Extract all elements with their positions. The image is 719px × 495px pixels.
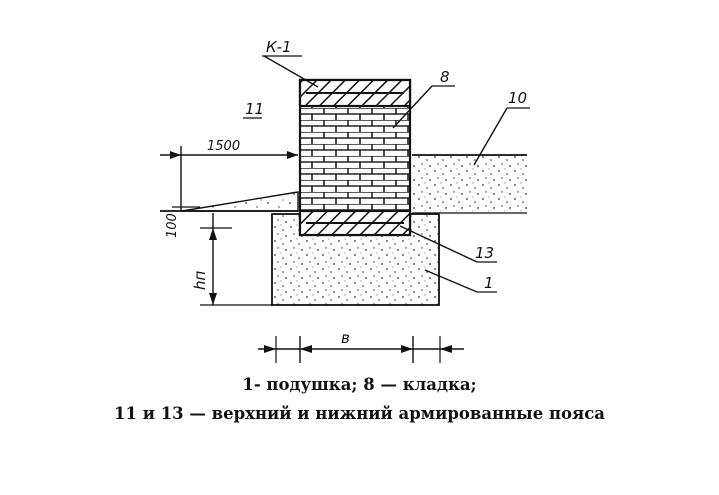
dim-h-label: hп xyxy=(191,270,209,290)
blind-area-wedge xyxy=(181,191,299,212)
section-mark-leader xyxy=(263,55,319,88)
dim-100-label: 100 xyxy=(165,213,180,238)
dim-b-arrow-right-inner xyxy=(401,345,413,353)
leader-masonry xyxy=(392,85,433,129)
label-cushion-number: 1 xyxy=(484,274,494,292)
dim-h-arrow-top xyxy=(209,228,217,240)
dim-1500-arrow-left xyxy=(170,151,181,159)
dim-b-arrow-left-inner xyxy=(300,345,312,353)
label-backfill-number: 10 xyxy=(508,89,527,107)
dim-h-arrow-bottom xyxy=(209,293,217,305)
caption-line-1: 1- подушка; 8 — кладка; xyxy=(242,375,477,394)
label-lower-belt-number: 13 xyxy=(475,244,494,262)
leader-lower-belt xyxy=(399,225,478,263)
dim-1500-label: 1500 xyxy=(207,139,240,154)
dim-b-arrow-right-outer xyxy=(440,345,452,353)
caption-line-2: 11 и 13 — верхний и нижний армированные … xyxy=(114,404,605,423)
label-upper-belt-number: 11 xyxy=(245,100,264,118)
dim-1500-arrow-right xyxy=(287,151,298,159)
dim-b-arrow-left-outer xyxy=(264,345,276,353)
backfill-soil-right xyxy=(412,155,527,213)
leader-cushion xyxy=(424,269,478,293)
section-mark-label: К-1 xyxy=(266,38,292,56)
label-masonry-number: 8 xyxy=(440,68,450,86)
leader-backfill xyxy=(473,107,508,166)
dim-b-label: в xyxy=(341,329,350,347)
